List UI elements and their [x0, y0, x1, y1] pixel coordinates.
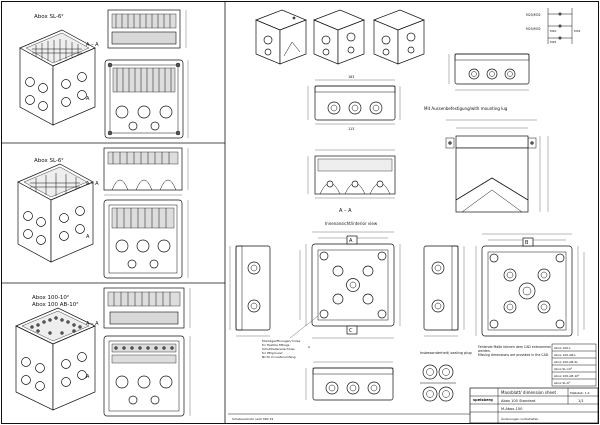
sealing-plug-view: Insbesonderheit/ sealing plug [420, 351, 472, 402]
product-name: Abox 100 Standard [501, 399, 535, 403]
section-view-3: A – A [86, 287, 191, 329]
variant-row-5: Abox 100-AB-10² [554, 374, 580, 378]
variant-row-3: Abox 100-AB-SL [554, 360, 578, 364]
section-2: Abox SL-6² A – A [17, 147, 189, 279]
section-aa-view: A – A [307, 149, 396, 214]
iso-enclosure-3 [373, 9, 425, 65]
circuit-label-3: M20 [550, 29, 556, 33]
sheet-number: 1/1 [578, 399, 584, 403]
company-name: spelsberg [473, 398, 493, 402]
plan-mark-2: A [86, 234, 90, 240]
section-aa-mark: A – A [339, 208, 352, 214]
variant-row-2: Abox 100-AB-L [554, 353, 576, 357]
circuit-schematic: M20/M32 M25/M32 M20 M25 M32 [526, 8, 580, 44]
section3-label-1: Abox 100-10² [32, 294, 69, 301]
iso-box-1 [19, 29, 96, 126]
circuit-label-5: M32 [574, 29, 580, 33]
variant-row-6: Abox SL-6² [554, 381, 571, 385]
circuit-label-2: M25/M32 [526, 27, 541, 31]
plan-view-1: A [86, 59, 189, 139]
section-1: Abox SL-6² A – [19, 9, 189, 139]
iso-row [255, 9, 425, 65]
mounting-note-3: Schutzleiteranschluss [262, 347, 295, 351]
dimension-notes: Fehlende Maße können dem CAD entnommen w… [478, 345, 551, 357]
front-dim-bottom: 113 [348, 127, 354, 131]
variants-table: Abox 100-L Abox 100-AB-L Abox 100-AB-SL … [551, 343, 597, 387]
iso-box-3 [15, 307, 96, 411]
dimension-note-2: werden. [478, 349, 491, 353]
front-dim-label: 103 [348, 75, 354, 79]
interior-view-title: Innenansicht/interior view [325, 221, 378, 226]
side-view-right [423, 245, 465, 337]
side-view-left [229, 245, 271, 337]
plan-mark-1: A [86, 96, 90, 102]
section-view-1: A – A [86, 9, 187, 49]
marker-c: C [349, 328, 353, 334]
interior-view: Innenansicht/interior view A C [299, 221, 401, 339]
section3-label-2: Abox 100 AB-10² [32, 301, 78, 308]
section1-label: Abox SL-6² [34, 13, 64, 20]
plan-view-3: A [86, 335, 191, 417]
marker-a-bottom: A [308, 345, 311, 349]
lug-side-view [448, 53, 530, 91]
iso-box-2 [17, 163, 94, 263]
section3-mark: A – A [86, 321, 99, 327]
footer-right: Änderungen vorbehalten [501, 416, 539, 421]
mounting-note-2: for flexible fittings [262, 343, 290, 347]
mounting-note-4: for PE/ground [262, 351, 283, 355]
plan-mark-3: A [86, 374, 90, 380]
circuit-label-1: M20/M32 [526, 13, 541, 17]
marker-a-top: A [349, 238, 353, 244]
section-3: Abox 100-10² Abox 100 AB-10² [15, 287, 191, 417]
variant-row-4: Abox SL-10² [554, 367, 573, 371]
footer-left: Urheberschutz nach DIN 34 [232, 417, 273, 421]
variant-row-1: Abox 100-L [554, 346, 571, 350]
mounting-note-1: Montageöffnungen/ holes [262, 339, 301, 343]
scale: Maßstab: 1:2 [570, 391, 590, 395]
mounting-lug-view: Mit Aussenbefestigung/with mounting lug [424, 106, 549, 213]
plan-view-2: A [86, 199, 189, 279]
detail-plan-view: B [475, 233, 585, 337]
iso-enclosure-2 [313, 9, 365, 65]
dimension-note-3: Missing dimensions are provided in the C… [478, 353, 549, 357]
iso-enclosure-1 [255, 9, 307, 65]
section2-mark: A – A [86, 181, 99, 187]
bottom-front-view: A [305, 345, 394, 401]
circuit-label-4: M25 [550, 40, 556, 44]
mounting-lug-title: Mit Aussenbefestigung/with mounting lug [424, 106, 508, 111]
section-view-2: A – A [86, 147, 189, 196]
mounting-note-5: Nicht im Lieferumfang [262, 355, 296, 359]
doc-number: M-Abox-100 [501, 407, 523, 411]
sealing-plug-title: Insbesonderheit/ sealing plug [420, 351, 472, 355]
sheet-title: Massblatt/ dimension sheet [501, 390, 556, 395]
title-block: spelsberg Massblatt/ dimension sheet Abo… [232, 387, 599, 424]
section2-label: Abox SL-6² [34, 157, 64, 164]
dimension-note-1: Fehlende Maße können dem CAD entnommen [478, 345, 551, 349]
section1-mark: A – A [86, 42, 99, 48]
mounting-note: Montageöffnungen/ holes for flexible fit… [262, 315, 319, 359]
front-view: 103 113 [307, 75, 401, 131]
marker-b: B [525, 240, 529, 246]
